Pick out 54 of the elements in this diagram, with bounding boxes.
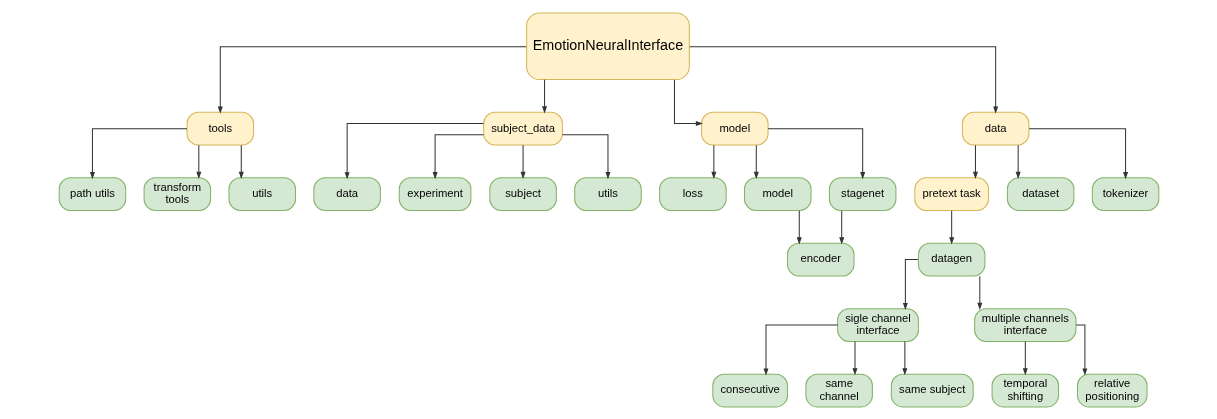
arrow: [753, 144, 759, 179]
arrow: [902, 258, 919, 310]
arrow: [673, 78, 703, 126]
arrow: [1015, 144, 1021, 179]
arrow: [901, 340, 907, 375]
arrow: [976, 275, 982, 310]
arrow: [710, 144, 716, 179]
node-box: dataset: [1006, 176, 1074, 211]
node-box: data: [961, 111, 1029, 146]
node-box: transform tools: [143, 176, 211, 211]
node-box: pretext task: [913, 176, 989, 211]
arrow: [688, 45, 998, 114]
arrow: [796, 209, 802, 244]
node-box: sigle channel interface: [836, 307, 919, 342]
node-box: stagenet: [828, 176, 896, 211]
arrow: [972, 144, 978, 179]
arrow: [217, 45, 527, 114]
node-box: tools: [186, 111, 254, 146]
arrow: [852, 340, 857, 375]
arrow: [1028, 127, 1128, 179]
arrow: [520, 144, 526, 179]
node-box: subject: [488, 176, 557, 211]
node-box: relative positioning: [1076, 373, 1148, 407]
arrow: [541, 78, 547, 113]
node-box: same channel: [804, 373, 873, 407]
node-box: model: [700, 111, 769, 146]
arrow: [561, 133, 610, 179]
arrow: [838, 209, 844, 244]
node-box: model: [743, 176, 812, 211]
arrow: [763, 324, 838, 376]
node-box: consecutive: [711, 373, 788, 407]
arrow: [344, 122, 484, 179]
node-box: path utils: [58, 176, 126, 211]
node-box: tokenizer: [1091, 176, 1159, 211]
node-box: utils: [573, 176, 642, 211]
node-box: utils: [228, 176, 296, 211]
node-box: temporal shifting: [991, 373, 1059, 407]
node-box: loss: [658, 176, 727, 211]
arrow: [1075, 324, 1087, 376]
node-box: data: [312, 176, 381, 211]
node-box: datagen: [917, 242, 985, 276]
arrow: [238, 144, 244, 179]
node-box: multiple channels interface: [973, 307, 1076, 342]
arrow: [89, 127, 188, 179]
node-box: subject_data: [482, 111, 563, 146]
arrow: [195, 144, 201, 179]
node-box: same subject: [890, 373, 974, 407]
node-box: EmotionNeuralInterface: [525, 12, 690, 80]
arrow: [767, 127, 865, 179]
node-box: encoder: [786, 242, 854, 276]
arrow: [1022, 340, 1028, 375]
arrow: [948, 209, 954, 244]
node-box: experiment: [398, 176, 471, 211]
arrow: [432, 133, 484, 179]
